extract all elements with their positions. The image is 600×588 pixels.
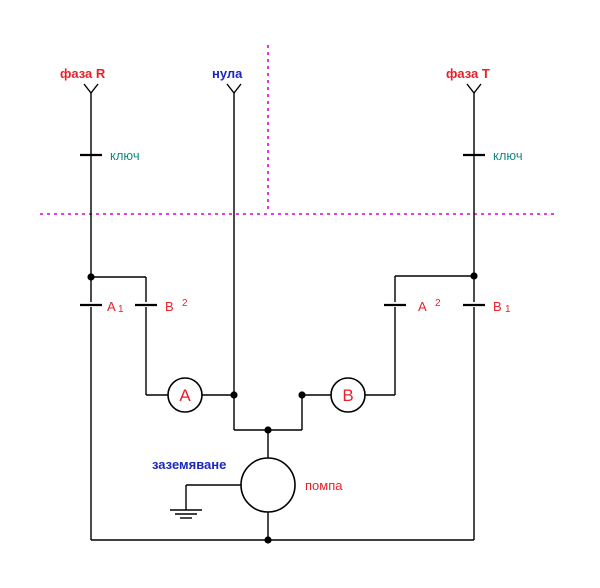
label-contact-a1-left: A [107, 299, 116, 314]
junction-node [264, 426, 272, 434]
label-contact-a2-right: A [418, 299, 427, 314]
label-phase-r: фаза R [60, 66, 106, 81]
terminal-fork-r [83, 83, 99, 95]
label-pump: помпа [305, 478, 343, 493]
ground-symbol-icon [170, 509, 202, 519]
label-contact-b2-left-index: 2 [182, 298, 188, 309]
label-contact-b1-right: B [493, 299, 502, 314]
junction-node [264, 536, 272, 544]
label-contact-a1-left-index: 1 [118, 304, 124, 315]
junction-node [230, 391, 238, 399]
label-contact-b2-left: B [165, 299, 174, 314]
junction-node [470, 272, 478, 280]
label-phase-t: фаза Т [446, 66, 490, 81]
label-neutral: нула [212, 66, 243, 81]
junction-node [298, 391, 306, 399]
pump-motor [240, 457, 296, 513]
label-switch-right: ключ [493, 148, 523, 163]
junction-node [87, 273, 95, 281]
label-meter-a: A [179, 386, 191, 405]
label-contact-b1-right-index: 1 [505, 304, 511, 315]
label-contact-a2-right-index: 2 [435, 298, 441, 309]
terminal-fork-neutral [226, 83, 242, 95]
label-meter-b: B [342, 386, 353, 405]
terminal-fork-t [466, 83, 482, 95]
label-switch-left: ключ [110, 148, 140, 163]
label-ground: заземяване [152, 457, 226, 472]
